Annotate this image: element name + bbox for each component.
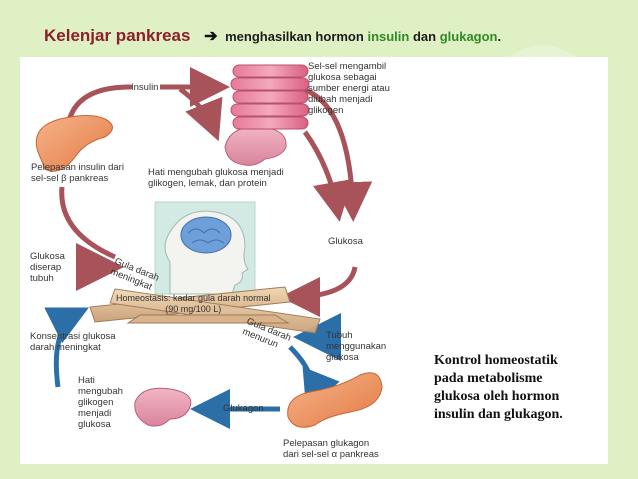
pancreas-top-icon xyxy=(35,115,113,172)
pancreas-bottom-icon xyxy=(287,372,383,428)
liver-top-icon xyxy=(224,126,287,166)
caption-line: pada metabolisme xyxy=(434,371,543,386)
cells-text: Sel-sel mengambil glukosa sebagai sumber… xyxy=(308,61,390,116)
caption-line: insulin dan glukagon. xyxy=(434,407,563,422)
liver-glycogen-label: Hati mengubah glikogen menjadi glukosa xyxy=(78,375,123,430)
body-uses-label: Tubuh menggunakan glukosa xyxy=(326,330,387,363)
release-insulin-label: Pelepasan insulin dari sel-sel β pankrea… xyxy=(31,162,124,184)
title-middle: menghasilkan hormon xyxy=(225,29,364,44)
caption-line: glukosa oleh hormon xyxy=(434,389,560,404)
arrow-right-icon: ➔ xyxy=(204,28,218,45)
pancreas-down-arrow xyxy=(59,186,117,260)
insulin-label: Insulin xyxy=(131,82,159,93)
liver-bottom-icon xyxy=(134,387,192,427)
glucose-right-label: Glukosa xyxy=(328,236,363,247)
glucose-to-plank-arrow xyxy=(280,266,358,317)
title-dot: . xyxy=(497,29,502,44)
homeostasis-diagram xyxy=(35,64,383,429)
cells-to-glucose-arrow xyxy=(302,130,353,222)
release-glucagon-label: Pelepasan glukagon dari sel-sel α pankre… xyxy=(283,438,379,460)
glucagon-label: Glukagon xyxy=(223,403,264,414)
insulin-to-liver-arrow xyxy=(178,86,223,142)
fulcrum xyxy=(126,314,290,324)
liver-converts-label: Hati mengubah glukosa menjadi glikogen, … xyxy=(148,167,284,189)
homeostasis-label: Homeostasis: kadar gula darah normal (90… xyxy=(116,293,271,314)
muscle-cells-icon xyxy=(230,64,310,130)
caption-line: Kontrol homeostatik xyxy=(434,353,558,368)
title-insulin: insulin xyxy=(367,29,410,44)
title-glukagon: glukagon xyxy=(439,29,498,44)
absorbed-label: Glukosa diserap tubuh xyxy=(30,251,65,284)
liver-up-arrow xyxy=(44,307,89,388)
slide-title: Kelenjar pankreas ➔ menghasilkan hormon … xyxy=(44,26,501,46)
title-and: dan xyxy=(412,29,437,44)
title-main: Kelenjar pankreas xyxy=(44,26,191,45)
caption: Kontrol homeostatik pada metabolisme glu… xyxy=(434,352,563,424)
concentration-label: Konsentrasi glukosa darah meningkat xyxy=(30,331,116,353)
brain-icon xyxy=(180,216,232,254)
